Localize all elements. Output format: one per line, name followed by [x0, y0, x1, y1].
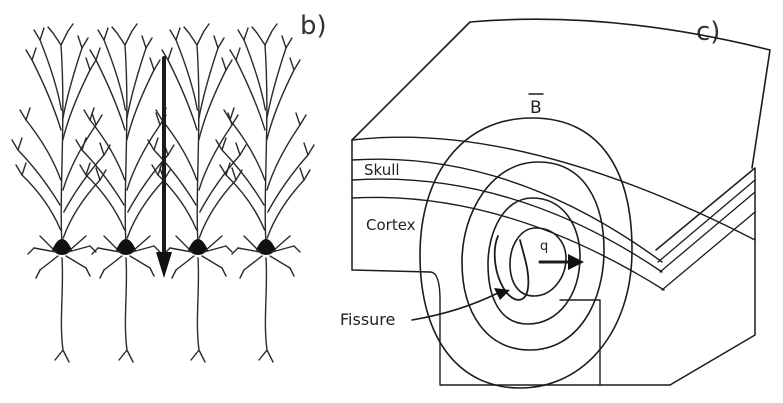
neuron-soma	[116, 239, 136, 255]
field-contour-2	[462, 162, 604, 350]
neuron-soma	[188, 239, 208, 255]
panel-c-label: c)	[696, 17, 720, 47]
neuron	[216, 24, 314, 362]
neuron	[12, 24, 110, 362]
neuron	[76, 24, 174, 362]
panel-c: c) q	[340, 17, 770, 388]
field-label: B	[530, 98, 542, 118]
layer-edge-skull	[658, 180, 755, 262]
skull-label: Skull	[364, 161, 400, 179]
panel-b: b)	[12, 11, 327, 362]
field-label-group: B	[529, 94, 543, 118]
front-bottom-edge	[430, 272, 670, 385]
panel-b-label: b)	[300, 11, 327, 41]
neuron-soma	[52, 239, 72, 255]
layer-edge-cortex	[662, 212, 755, 290]
neuron-soma	[256, 239, 276, 255]
layer-edge-skull-2	[660, 192, 755, 272]
cortex-label: Cortex	[366, 216, 416, 234]
dipole-label: q	[540, 239, 548, 254]
front-notch	[560, 300, 600, 385]
fissure-callout: Fissure	[340, 288, 510, 329]
fissure-label: Fissure	[340, 310, 395, 329]
